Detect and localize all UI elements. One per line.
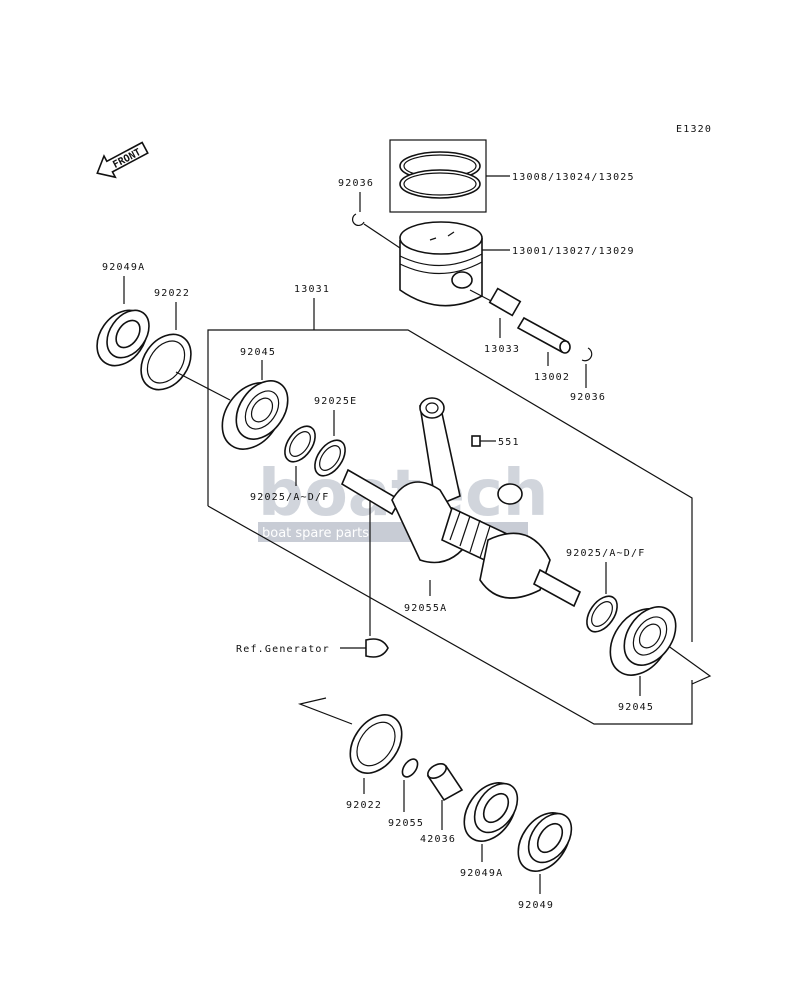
crankshaft: 551 92055A: [340, 397, 582, 614]
clip-right: 92036: [570, 347, 606, 403]
label-92022-bottom: 92022: [346, 800, 382, 811]
label-92055: 92055: [388, 818, 424, 829]
o-ring-bottom: 92055: [388, 758, 424, 829]
ref-generator: Ref.Generator: [236, 500, 389, 658]
oil-seal-left: 92049A: [96, 262, 150, 367]
front-arrow-icon: FRONT: [96, 141, 149, 179]
diagram-code: E1320: [676, 124, 712, 135]
ring-92025-left: 92025/A~D/F: [250, 425, 329, 503]
label-13002: 13002: [534, 372, 570, 383]
oil-seal-bottom-a: 92049A: [460, 782, 519, 879]
oil-seal-bottom: 92049: [517, 812, 573, 911]
watermark-tagline: boat spare parts: [262, 526, 369, 541]
label-92055a: 92055A: [404, 603, 447, 614]
label-92025-left: 92025/A~D/F: [250, 492, 329, 503]
piston-pin: 13002: [516, 316, 571, 383]
label-92045-left: 92045: [240, 347, 276, 358]
washer-bottom: 92022: [346, 714, 403, 811]
label-piston: 13001/13027/13029: [512, 246, 635, 257]
piston-rings: 13008/13024/13025: [389, 139, 635, 213]
label-92045-right: 92045: [618, 702, 654, 713]
label-clip-right: 92036: [570, 392, 606, 403]
label-92049: 92049: [518, 900, 554, 911]
label-92025e: 92025E: [314, 396, 357, 407]
label-13031: 13031: [294, 284, 330, 295]
bearing-left: 92045: [221, 347, 289, 450]
small-end-bearing: 13033: [469, 287, 522, 355]
ring-92025e: 92025E: [314, 396, 357, 477]
label-13033: 13033: [484, 344, 520, 355]
ring-92025-right: 92025/A~D/F: [566, 548, 645, 633]
label-551: 551: [498, 437, 520, 448]
label-ring-set: 13008/13024/13025: [512, 172, 635, 183]
collar-bottom: 42036: [420, 762, 464, 845]
leader-bottom: [297, 697, 353, 725]
bearing-right: 92045: [609, 606, 677, 713]
washer-left: 92022: [140, 288, 231, 401]
label-92022-left: 92022: [154, 288, 190, 299]
label-92025-right: 92025/A~D/F: [566, 548, 645, 559]
label-42036: 42036: [420, 834, 456, 845]
piston: 13001/13027/13029: [399, 221, 635, 307]
label-92049a-bottom: 92049A: [460, 868, 503, 879]
label-92049a-left: 92049A: [102, 262, 145, 273]
clip-top: 92036: [338, 178, 401, 249]
label-clip-top: 92036: [338, 178, 374, 189]
label-ref-generator: Ref.Generator: [236, 644, 330, 655]
